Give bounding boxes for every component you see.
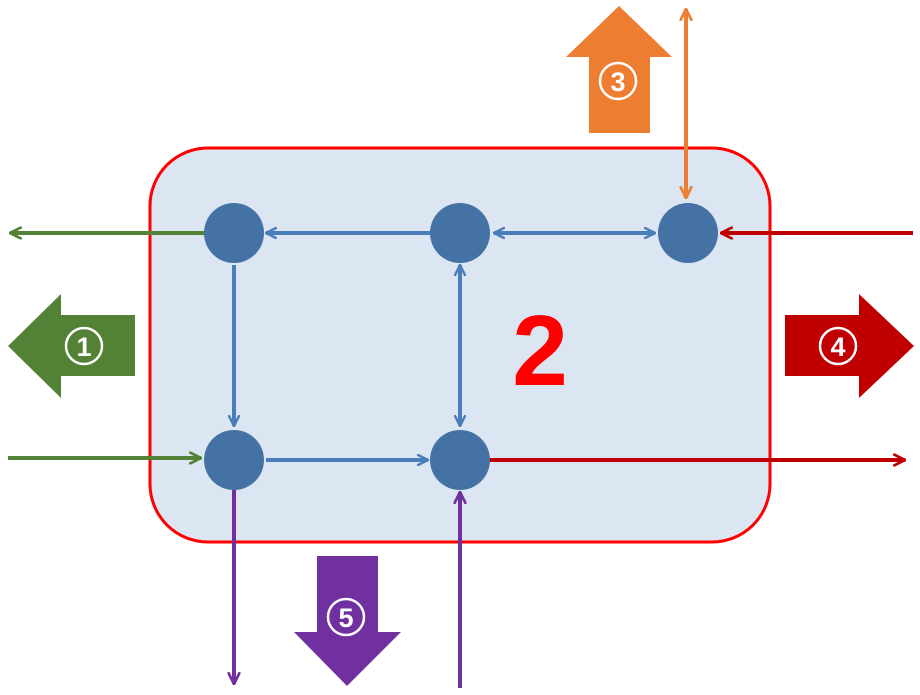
block-arrow-5: 5 xyxy=(294,556,401,686)
block-arrow-1-label: 1 xyxy=(76,332,91,362)
block-arrow-3: 3 xyxy=(566,6,672,133)
block-arrow-4-badge xyxy=(818,326,858,366)
node-top-left xyxy=(204,203,264,263)
block-arrow-1: 1 xyxy=(8,294,135,398)
node-bottom-middle xyxy=(430,430,490,490)
center-label: 2 xyxy=(512,295,568,407)
node-top-right xyxy=(658,203,718,263)
block-arrow-3-label: 3 xyxy=(610,67,625,97)
block-arrow-3-badge xyxy=(598,61,638,101)
block-arrow-5-label: 5 xyxy=(338,603,353,633)
node-bottom-left xyxy=(204,430,264,490)
block-arrow-4-label: 4 xyxy=(830,332,845,362)
block-arrow-1-badge xyxy=(64,326,104,366)
block-arrow-5-badge xyxy=(326,597,366,637)
node-top-middle xyxy=(430,203,490,263)
block-arrow-4: 4 xyxy=(785,294,914,398)
